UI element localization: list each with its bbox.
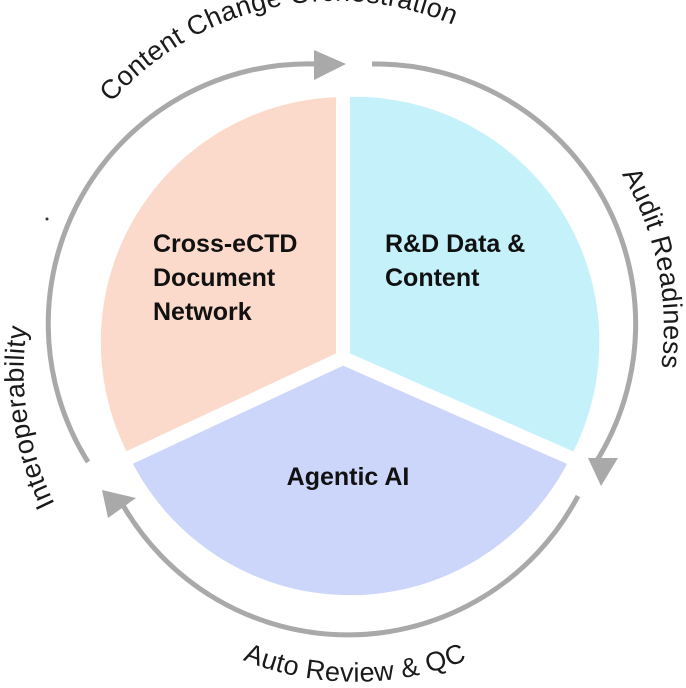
ring-arc-right bbox=[371, 61, 639, 464]
pie-segments bbox=[100, 90, 600, 596]
ring-arrows bbox=[45, 50, 639, 638]
ring-label-content-change: Content Change Orchestration bbox=[94, 0, 463, 107]
ring-label-auto-review: Auto Review & QC bbox=[241, 638, 470, 688]
segment-labels: Cross-eCTD Document Network R&D Data & C… bbox=[153, 230, 532, 491]
label-rnd-data: R&D Data & Content bbox=[385, 230, 532, 292]
arrow-head-left-icon bbox=[102, 490, 136, 518]
label-agentic-ai: Agentic AI bbox=[287, 463, 410, 491]
segment-rnd-data bbox=[343, 96, 600, 458]
ring-arc-bottom bbox=[117, 494, 581, 638]
stray-dot bbox=[45, 217, 49, 221]
divider-right bbox=[340, 351, 583, 469]
arrow-head-right-icon bbox=[588, 458, 618, 486]
ring-arc-top bbox=[45, 61, 319, 464]
segment-cross-ectd bbox=[100, 97, 343, 458]
segment-agentic-ai bbox=[130, 358, 570, 596]
label-cross-ectd: Cross-eCTD Document Network bbox=[153, 230, 304, 326]
divider-left bbox=[117, 351, 346, 469]
arrow-head-top-icon bbox=[314, 50, 346, 80]
